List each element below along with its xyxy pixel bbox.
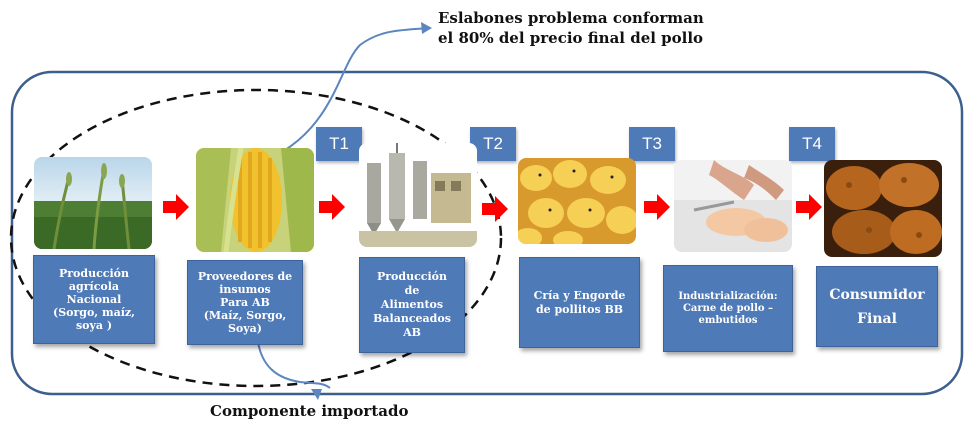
stage-industrialization: Industrialización: Carne de pollo – embu… bbox=[663, 265, 793, 352]
stage-6-label: Consumidor Final bbox=[829, 286, 925, 327]
chicken-processing-image bbox=[674, 160, 792, 252]
stage-chick-breeding: Cría y Engorde de pollitos BB bbox=[519, 257, 640, 348]
corn-image bbox=[196, 148, 314, 252]
top-callout-curve bbox=[281, 27, 431, 153]
feed-mill-image bbox=[359, 143, 477, 247]
stage-national-agricultural-production: Producción agrícola Nacional (Sorgo, maí… bbox=[33, 255, 155, 344]
bottom-callout-curve bbox=[257, 341, 331, 389]
stage-5-label: Industrialización: Carne de pollo – embu… bbox=[678, 290, 778, 326]
fried-chicken-image bbox=[824, 160, 942, 257]
imported-component-annotation: Componente importado bbox=[210, 402, 409, 420]
stage-4-label: Cría y Engorde de pollitos BB bbox=[533, 288, 626, 316]
flow-arrow-1 bbox=[163, 194, 189, 220]
flow-arrow-2 bbox=[319, 194, 345, 220]
stage-final-consumer: Consumidor Final bbox=[816, 266, 938, 347]
stage-balanced-feed-production: Producción de Alimentos Balanceados AB bbox=[359, 257, 465, 353]
problem-links-annotation: Eslabones problema conforman el 80% del … bbox=[438, 9, 704, 47]
stage-input-suppliers: Proveedores de insumos Para AB (Maíz, So… bbox=[187, 260, 303, 345]
crop-field-image bbox=[34, 157, 152, 249]
tab-t4: T4 bbox=[789, 127, 835, 161]
problem-links-dashed-ellipse bbox=[9, 88, 503, 388]
tab-t1: T1 bbox=[316, 127, 362, 161]
stage-3-label: Producción de Alimentos Balanceados AB bbox=[373, 270, 451, 339]
tab-t3: T3 bbox=[629, 127, 675, 161]
stage-1-label: Producción agrícola Nacional (Sorgo, maí… bbox=[53, 267, 135, 332]
chicks-image bbox=[518, 158, 636, 244]
top-callout-arrowhead bbox=[421, 22, 432, 34]
tab-t2: T2 bbox=[470, 127, 516, 161]
stage-2-label: Proveedores de insumos Para AB (Maíz, So… bbox=[197, 270, 293, 335]
flow-arrow-5 bbox=[796, 194, 822, 220]
flow-arrow-4 bbox=[644, 194, 670, 220]
flow-arrow-3 bbox=[482, 196, 508, 222]
bottom-callout-arrowhead bbox=[311, 389, 322, 400]
